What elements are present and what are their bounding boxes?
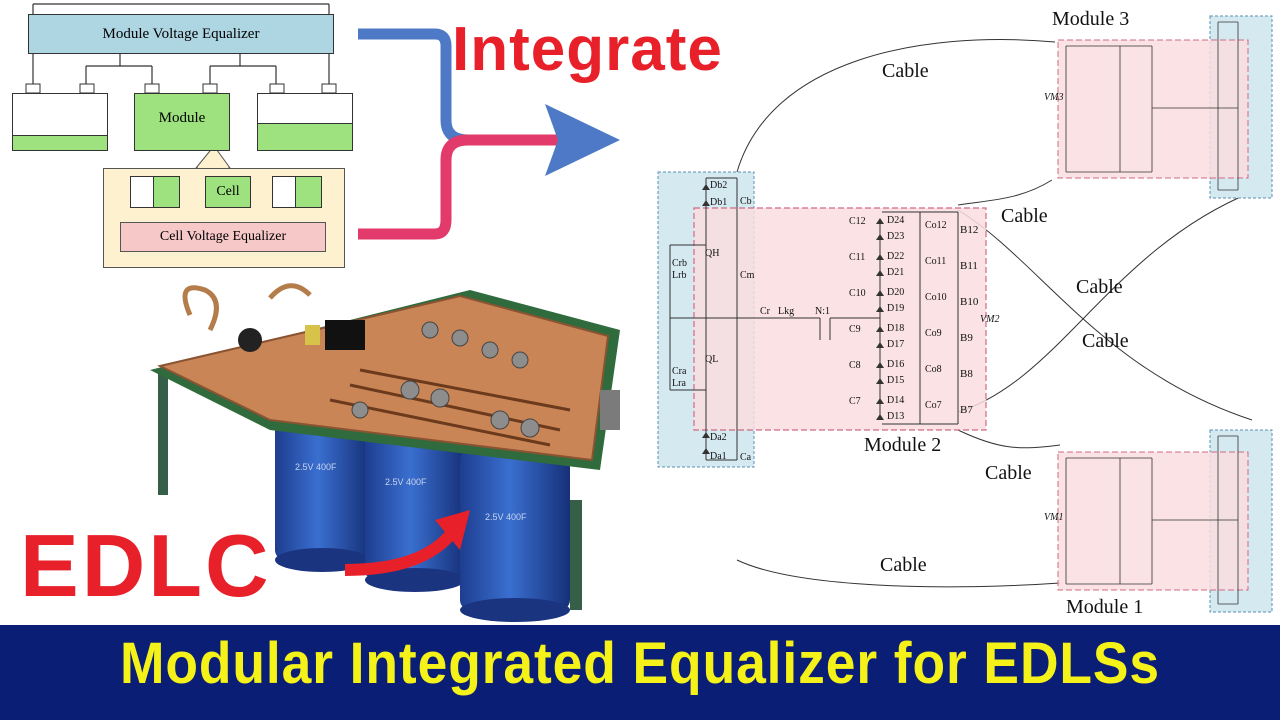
label-c12: C12	[849, 216, 866, 227]
label-b8: B8	[960, 368, 973, 380]
cable-label: Cable	[1082, 330, 1129, 352]
cable-label: Cable	[1076, 276, 1123, 298]
label-db1: Db1	[710, 197, 728, 208]
label-c7: C7	[849, 396, 861, 407]
arrow-head-icon	[545, 104, 620, 176]
pcb-photo: 2.5V 400F 2.5V 400F 2.5V 400F	[150, 283, 620, 622]
cable-label: Cable	[882, 60, 929, 82]
label-d24: D24	[887, 215, 905, 226]
label-da2: Da2	[710, 432, 727, 443]
circuit-diagram	[657, 15, 1273, 613]
label-b11: B11	[960, 260, 978, 272]
label-d19: D19	[887, 303, 905, 314]
label-co10: Co10	[925, 292, 947, 303]
label-vm2: VM2	[980, 314, 1000, 325]
cable-label: Cable	[1001, 205, 1048, 227]
label-co12: Co12	[925, 220, 947, 231]
module3-equalizer-box	[1057, 39, 1249, 179]
label-da1: Da1	[710, 451, 727, 462]
module2-equalizer-box	[693, 207, 987, 431]
label-b12: B12	[960, 224, 979, 236]
module-2-label: Module 2	[864, 434, 942, 456]
svg-text:2.5V 400F: 2.5V 400F	[385, 477, 427, 487]
label-cr: Cr	[760, 306, 770, 317]
cable-label: Cable	[880, 554, 927, 576]
label-turns-ratio: N:1	[815, 306, 830, 317]
svg-text:2.5V 400F: 2.5V 400F	[295, 462, 337, 472]
cell-right	[272, 176, 322, 208]
label-ca: Ca	[740, 452, 752, 463]
label-ql: QL	[705, 354, 719, 365]
footer-title: Modular Integrated Equalizer for EDLSs	[119, 631, 1161, 696]
label-d13: D13	[887, 411, 905, 422]
cell-left	[130, 176, 180, 208]
label-lkg: Lkg	[778, 306, 795, 317]
label-co9: Co9	[925, 328, 942, 339]
label-co8: Co8	[925, 364, 942, 375]
module-1-label: Module 1	[1066, 596, 1144, 618]
label-vm3: VM3	[1044, 92, 1064, 103]
label-d15: D15	[887, 375, 905, 386]
label-qh: QH	[705, 248, 720, 259]
label-d17: D17	[887, 339, 905, 350]
label-co7: Co7	[925, 400, 942, 411]
label-crb: Crb	[672, 258, 687, 269]
label-d23: D23	[887, 231, 905, 242]
label-c10: C10	[849, 288, 866, 299]
module-voltage-equalizer: Module Voltage Equalizer	[28, 14, 334, 54]
label-lrb: Lrb	[672, 270, 687, 281]
module-block-left	[12, 93, 108, 151]
label-cb: Cb	[740, 196, 752, 207]
label-db2: Db2	[710, 180, 728, 191]
cell-center: Cell	[205, 176, 251, 208]
label-b9: B9	[960, 332, 973, 344]
label-vm1: VM1	[1044, 512, 1064, 523]
svg-text:2.5V 400F: 2.5V 400F	[485, 512, 527, 522]
label-d20: D20	[887, 287, 905, 298]
integrate-arrows	[358, 28, 620, 240]
label-lra: Lra	[672, 378, 686, 389]
label-d16: D16	[887, 359, 905, 370]
module-block-right	[257, 93, 353, 151]
label-cra: Cra	[672, 366, 687, 377]
label-cm: Cm	[740, 270, 755, 281]
label-d22: D22	[887, 251, 905, 262]
module1-equalizer-box	[1057, 451, 1249, 591]
module-label: Module	[158, 110, 206, 126]
label-c11: C11	[849, 252, 866, 263]
pink-arrow-path	[358, 134, 570, 240]
label-d21: D21	[887, 267, 905, 278]
module-3-label: Module 3	[1052, 8, 1130, 30]
label-c8: C8	[849, 360, 861, 371]
label-c9: C9	[849, 324, 861, 335]
footer-banner	[0, 625, 1280, 720]
integrate-label: Integrate	[452, 15, 723, 84]
edlc-arrow	[344, 530, 455, 576]
cell-voltage-equalizer: Cell Voltage Equalizer	[120, 222, 326, 252]
label-co11: Co11	[925, 256, 947, 267]
label-d14: D14	[887, 395, 905, 406]
label-b10: B10	[960, 296, 979, 308]
module-block-center: Module	[134, 93, 230, 151]
label-b7: B7	[960, 404, 973, 416]
cable-wires	[736, 39, 1253, 588]
edlc-arrow-head-icon	[435, 510, 470, 550]
edlc-label: EDLC	[20, 516, 272, 615]
cable-label: Cable	[985, 462, 1032, 484]
label-d18: D18	[887, 323, 905, 334]
